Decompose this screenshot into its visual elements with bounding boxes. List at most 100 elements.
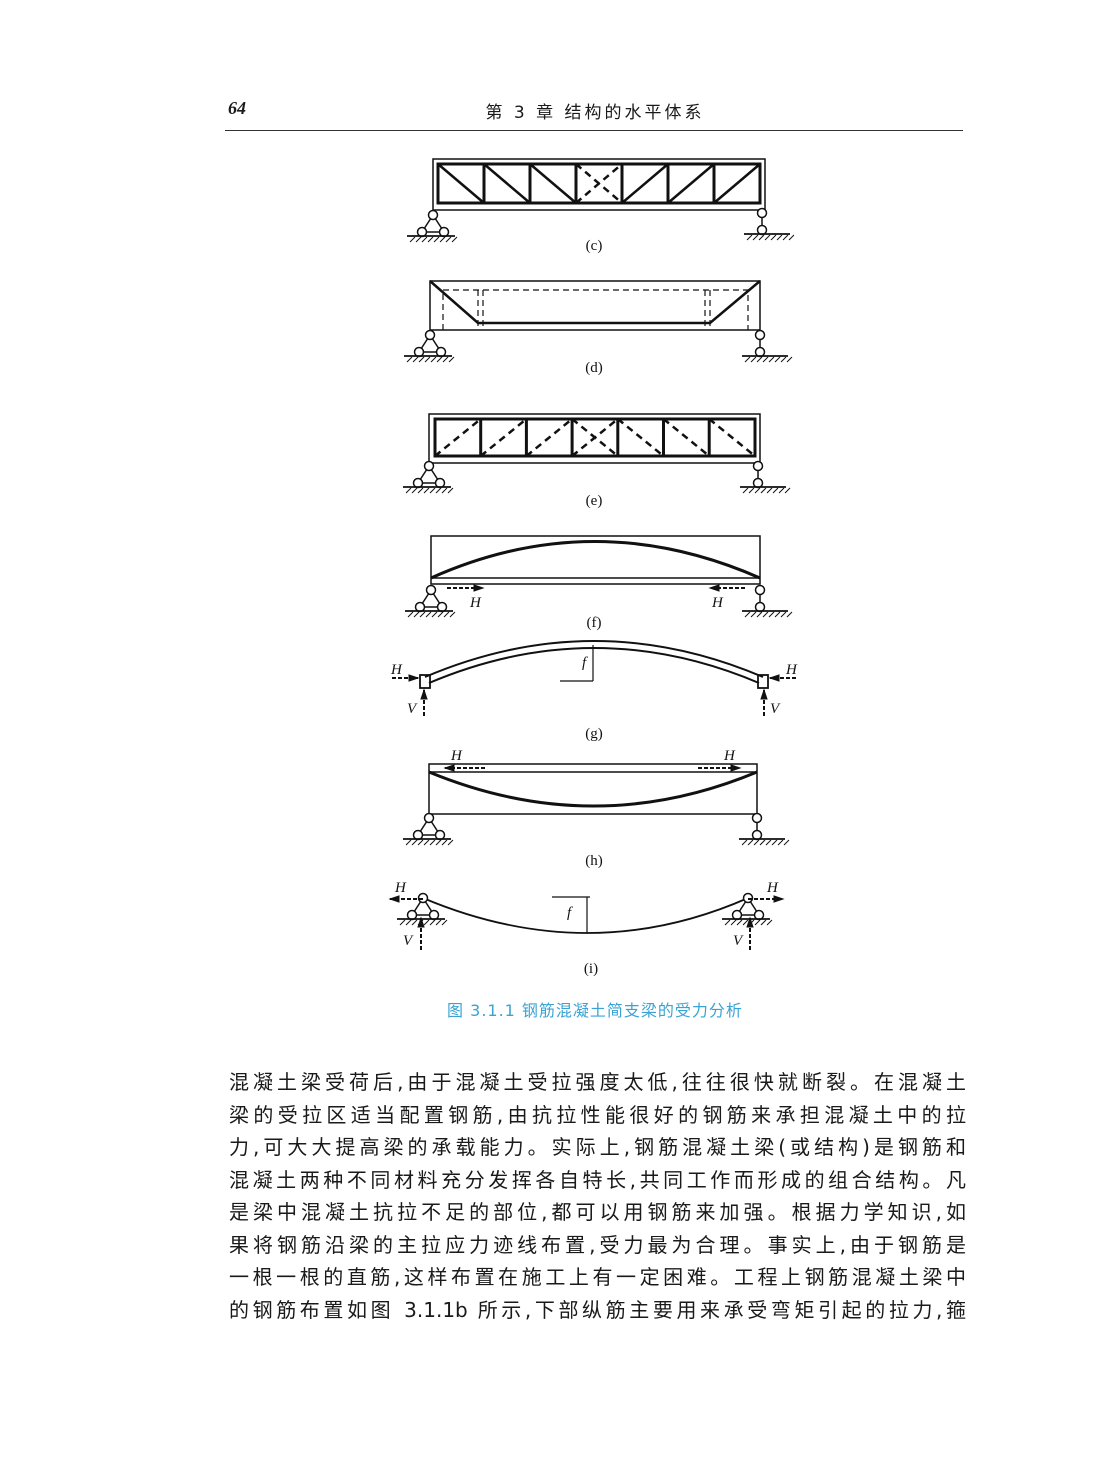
ground-hatch xyxy=(406,356,413,363)
pin-support-icon xyxy=(423,812,435,824)
ground-hatch xyxy=(778,487,785,494)
arrowhead-icon xyxy=(417,916,425,928)
outer-beam-c xyxy=(432,158,766,211)
stirrup-dashed xyxy=(442,289,749,330)
force-label-h: H xyxy=(450,748,463,764)
force-label-h: H xyxy=(723,748,736,764)
force-label-v: V xyxy=(770,701,781,717)
arch-inner xyxy=(428,647,760,684)
subfigure-label-h: (h) xyxy=(585,853,603,869)
truss-diagonal-dashed xyxy=(525,418,573,457)
figure-caption: 图 3.1.1 钢筋混凝土简支梁的受力分析 xyxy=(447,1001,743,1020)
ground-hatch xyxy=(742,487,749,494)
force-label-h: H xyxy=(469,595,482,611)
ground-hatch xyxy=(417,839,424,846)
ground-hatch xyxy=(411,487,418,494)
ground-hatch xyxy=(441,487,448,494)
subfigure-label-g: (g) xyxy=(585,726,603,742)
ground-hatch xyxy=(754,919,761,926)
roller-support-icon xyxy=(756,207,768,219)
pin-support-icon xyxy=(427,209,439,221)
force-label-v: V xyxy=(407,701,418,717)
bent-up-bar-d xyxy=(429,280,761,325)
arrowhead-icon xyxy=(746,916,754,928)
ground-hatch xyxy=(439,236,446,243)
ground-hatch xyxy=(782,234,789,241)
ground-hatch xyxy=(407,611,414,618)
truss-diagonal xyxy=(621,163,669,204)
ground-hatch xyxy=(399,919,406,926)
arch-block xyxy=(419,674,431,689)
ground-hatch xyxy=(730,919,737,926)
ground-hatch xyxy=(417,487,424,494)
outer-beam-d xyxy=(429,280,761,331)
subfigure-label-f: (f) xyxy=(587,615,602,631)
ground-hatch xyxy=(445,236,452,243)
ground-hatch xyxy=(430,356,437,363)
ground-hatch xyxy=(431,611,438,618)
ground-hatch xyxy=(777,839,784,846)
ground-hatch xyxy=(724,919,731,926)
ground-hatch xyxy=(766,919,773,926)
ground-hatch xyxy=(447,487,454,494)
ground-hatch xyxy=(435,487,442,494)
ground-hatch xyxy=(766,487,773,494)
ground-hatch xyxy=(741,839,748,846)
ground-hatch xyxy=(758,234,765,241)
ground-hatch xyxy=(435,919,442,926)
ground-hatch xyxy=(762,356,769,363)
arrowhead-icon xyxy=(408,674,420,682)
body-paragraph: 混凝土梁受荷后,由于混凝土受拉强度太低,往往很快就断裂。在混凝土 梁的受拉区适当… xyxy=(229,1066,966,1326)
text-line: 混凝土两种不同材料充分发挥各自特长,共同工作而形成的组合结构。凡 xyxy=(229,1167,966,1192)
ground-hatch xyxy=(441,919,448,926)
ground-hatch xyxy=(435,839,442,846)
roller-support-icon xyxy=(754,329,766,341)
arch-outer xyxy=(424,640,764,678)
truss-diagonal xyxy=(529,163,577,204)
ground-hatch xyxy=(750,356,757,363)
outer-beam-f xyxy=(430,535,761,585)
arrowhead-icon xyxy=(773,895,785,903)
force-label-h: H xyxy=(711,595,724,611)
arrowhead-icon xyxy=(420,688,428,700)
truss-diagonal xyxy=(667,163,715,204)
subfigure-label-e: (e) xyxy=(586,493,603,509)
ground-hatch xyxy=(770,234,777,241)
ground-hatch xyxy=(429,487,436,494)
compression-arch-f xyxy=(430,540,761,580)
ground-hatch xyxy=(415,236,422,243)
ground-hatch xyxy=(768,611,775,618)
subfigure-label-c: (c) xyxy=(586,238,603,254)
truss-chords-e xyxy=(433,417,757,458)
arrowhead-icon xyxy=(768,674,780,682)
ground-hatch xyxy=(750,611,757,618)
arrowhead-icon xyxy=(760,688,768,700)
text-line: 梁的受拉区适当配置钢筋,由抗拉性能很好的钢筋来承担混凝土中的拉 xyxy=(229,1102,966,1127)
text-line: 的钢筋布置如图 3.1.1b 所示,下部纵筋主要用来承受弯矩引起的拉力,箍 xyxy=(229,1297,966,1322)
roller-support-icon xyxy=(754,584,766,596)
ground-hatch xyxy=(786,356,793,363)
ground-hatch xyxy=(413,611,420,618)
truss-diagonal xyxy=(483,163,531,204)
truss-diagonal-dashed xyxy=(662,418,710,457)
ground-hatch xyxy=(784,487,791,494)
ground-hatch xyxy=(783,839,790,846)
ground-hatch xyxy=(405,919,412,926)
outer-beam-h xyxy=(428,763,758,815)
ground-hatch xyxy=(772,487,779,494)
ground-hatch xyxy=(429,839,436,846)
truss-diagonal xyxy=(437,163,485,204)
force-label-h: H xyxy=(394,880,407,896)
ground-hatch xyxy=(746,234,753,241)
ground-hatch xyxy=(765,839,772,846)
roller-support-icon xyxy=(751,812,763,824)
ground-hatch xyxy=(762,611,769,618)
text-line: 一根一根的直筋,这样布置在施工上有一定困难。工程上钢筋混凝土梁中 xyxy=(229,1265,966,1289)
truss-diagonal-dashed xyxy=(571,418,619,457)
pin-support-icon xyxy=(425,584,437,596)
force-label-h: H xyxy=(785,662,798,678)
truss-diagonal-dashed xyxy=(479,418,528,457)
subfigure-label-d: (d) xyxy=(585,360,603,376)
ground-hatch xyxy=(748,487,755,494)
